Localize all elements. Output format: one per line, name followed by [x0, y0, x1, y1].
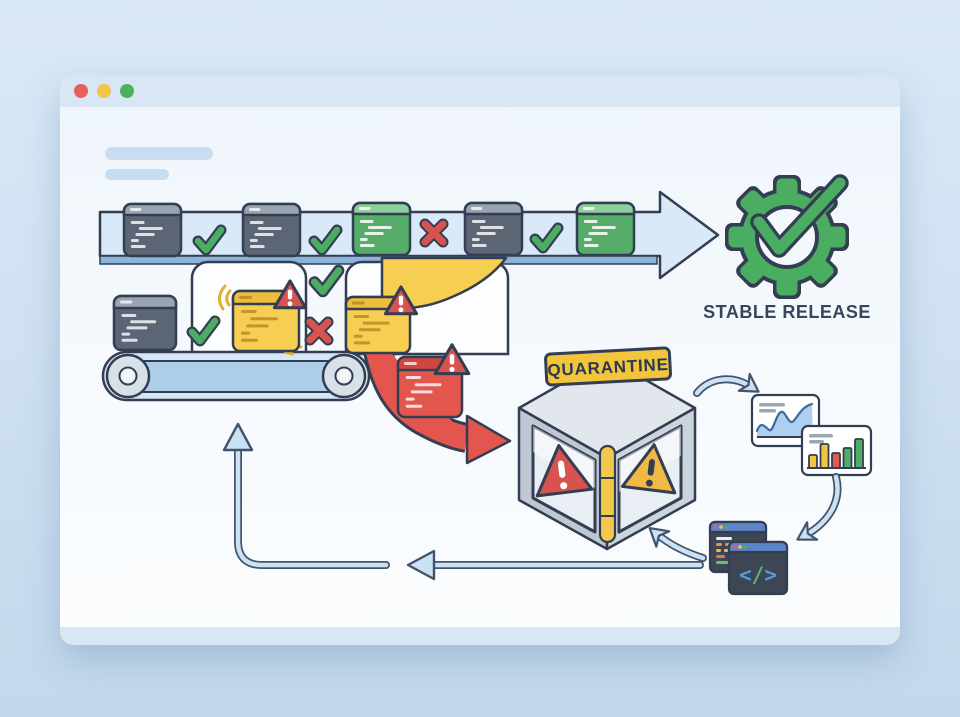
window-dot-red-icon — [74, 84, 88, 98]
pipeline-bottom-row — [112, 279, 419, 356]
vibration-marks — [218, 284, 232, 311]
package-green — [575, 201, 636, 257]
warning-icon — [535, 444, 594, 498]
window-dot-green-icon — [120, 84, 134, 98]
merge-check-icon — [308, 264, 345, 298]
code-editor-front: </> — [727, 540, 789, 596]
feedback-line — [222, 422, 704, 581]
check-icon — [308, 264, 345, 298]
quarantined-package — [396, 343, 471, 419]
stable-release-label: STABLE RELEASE — [703, 302, 871, 322]
check-icon — [186, 315, 221, 347]
feedback-arrow-up-icon — [222, 422, 254, 452]
package-gray — [112, 294, 178, 352]
cross-icon — [304, 316, 334, 346]
feedback-arrow-left-icon — [406, 549, 436, 581]
roller-left-icon — [105, 353, 151, 399]
stable-release-check-icon — [750, 174, 849, 258]
skeleton-lines — [105, 147, 213, 180]
check-icon — [192, 224, 227, 256]
warning-icon — [272, 279, 308, 310]
package-gray — [463, 201, 524, 257]
code-symbol: </> — [739, 563, 777, 587]
bar-chart-icon — [808, 438, 864, 469]
check-icon — [308, 224, 343, 256]
package-gray — [241, 202, 302, 258]
cross-icon — [419, 218, 449, 248]
roller-right-icon — [321, 353, 367, 399]
warning-icon — [620, 443, 677, 495]
line-chart-icon — [757, 404, 813, 437]
conveyor-belt — [101, 350, 371, 402]
window-dot-yellow-icon — [97, 84, 111, 98]
check-icon — [529, 222, 564, 254]
warning-icon — [383, 285, 419, 316]
arrow-cube-to-charts — [693, 372, 760, 397]
arrow-charts-to-code — [796, 473, 842, 541]
cube-hinge — [598, 444, 617, 544]
package-green — [351, 201, 412, 257]
package-gray — [122, 202, 183, 258]
arrow-code-to-cube — [648, 526, 707, 562]
quarantine-cube: QUARANTINE — [517, 346, 697, 551]
warning-icon — [433, 343, 471, 376]
window-footer — [60, 627, 900, 645]
window-titlebar — [60, 75, 900, 107]
quarantine-label: QUARANTINE — [544, 346, 672, 387]
pipeline-top-row — [122, 201, 636, 258]
metrics-card-bars — [800, 424, 873, 477]
